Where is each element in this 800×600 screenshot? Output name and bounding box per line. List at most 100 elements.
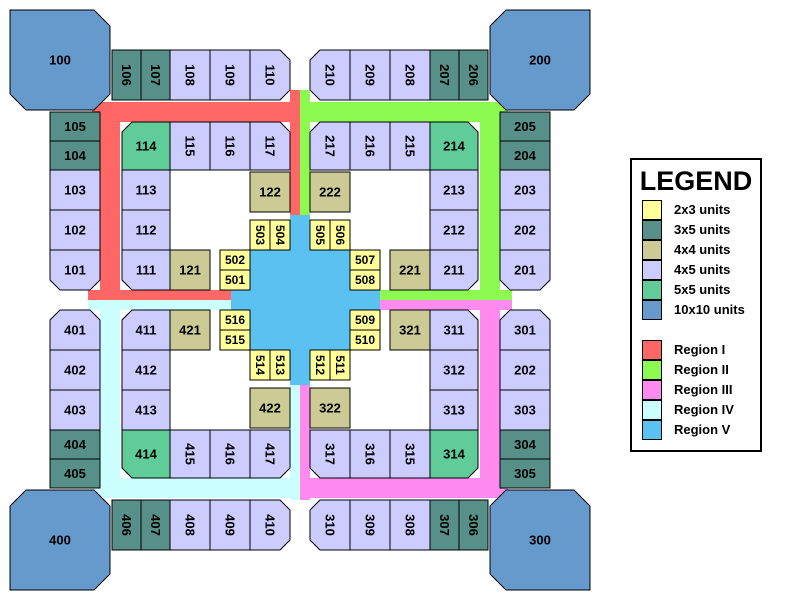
unit-207[interactable]: 207 xyxy=(429,49,460,101)
unit-202[interactable]: 202 xyxy=(499,209,551,251)
unit-421[interactable]: 421 xyxy=(169,309,211,351)
unit-306[interactable]: 306 xyxy=(458,499,489,551)
unit-106[interactable]: 106 xyxy=(111,49,142,101)
unit-216[interactable]: 216 xyxy=(349,121,391,171)
unit-122[interactable]: 122 xyxy=(249,171,291,213)
unit-300[interactable]: 300 xyxy=(489,489,591,591)
unit-105[interactable]: 105 xyxy=(49,111,101,142)
unit-508-shape[interactable] xyxy=(349,269,381,291)
unit-121-shape[interactable] xyxy=(169,249,211,291)
unit-200[interactable]: 200 xyxy=(489,9,591,111)
unit-202[interactable]: 202 xyxy=(499,349,551,391)
unit-117[interactable]: 117 xyxy=(249,121,291,171)
unit-407[interactable]: 407 xyxy=(140,499,171,551)
unit-111-shape[interactable] xyxy=(121,249,171,291)
unit-306-shape[interactable] xyxy=(458,499,489,551)
unit-322[interactable]: 322 xyxy=(309,387,351,429)
unit-100[interactable]: 100 xyxy=(9,9,111,111)
unit-317[interactable]: 317 xyxy=(309,429,351,479)
unit-322-shape[interactable] xyxy=(309,387,351,429)
unit-512[interactable]: 512 xyxy=(309,349,331,381)
unit-115[interactable]: 115 xyxy=(169,121,211,171)
unit-411[interactable]: 411 xyxy=(121,309,171,351)
unit-421-shape[interactable] xyxy=(169,309,211,351)
unit-404[interactable]: 404 xyxy=(49,429,101,460)
unit-400-shape[interactable] xyxy=(9,489,111,591)
unit-308[interactable]: 308 xyxy=(389,499,431,551)
unit-213[interactable]: 213 xyxy=(429,169,479,211)
unit-116[interactable]: 116 xyxy=(209,121,251,171)
unit-303[interactable]: 303 xyxy=(499,389,551,431)
unit-210[interactable]: 210 xyxy=(309,49,351,101)
unit-408[interactable]: 408 xyxy=(169,499,211,551)
unit-422[interactable]: 422 xyxy=(249,387,291,429)
unit-103[interactable]: 103 xyxy=(49,169,101,211)
unit-214-shape[interactable] xyxy=(429,121,479,171)
unit-208[interactable]: 208 xyxy=(389,49,431,101)
unit-402[interactable]: 402 xyxy=(49,349,101,391)
unit-304[interactable]: 304 xyxy=(499,429,551,460)
unit-113[interactable]: 113 xyxy=(121,169,171,211)
unit-422-shape[interactable] xyxy=(249,387,291,429)
unit-222-shape[interactable] xyxy=(309,171,351,213)
unit-200-shape[interactable] xyxy=(489,9,591,111)
unit-201[interactable]: 201 xyxy=(499,249,551,291)
unit-310[interactable]: 310 xyxy=(309,499,351,551)
unit-509[interactable]: 509 xyxy=(349,309,381,331)
unit-321[interactable]: 321 xyxy=(389,309,431,351)
unit-314[interactable]: 314 xyxy=(429,429,479,479)
unit-300-shape[interactable] xyxy=(489,489,591,591)
unit-510-shape[interactable] xyxy=(349,329,381,351)
unit-204[interactable]: 204 xyxy=(499,140,551,171)
unit-508[interactable]: 508 xyxy=(349,269,381,291)
unit-122-shape[interactable] xyxy=(249,171,291,213)
unit-221-shape[interactable] xyxy=(389,249,431,291)
unit-506[interactable]: 506 xyxy=(329,219,351,251)
unit-313[interactable]: 313 xyxy=(429,389,479,431)
unit-315[interactable]: 315 xyxy=(389,429,431,479)
unit-413[interactable]: 413 xyxy=(121,389,171,431)
unit-504[interactable]: 504 xyxy=(269,219,291,251)
unit-101-shape[interactable] xyxy=(49,249,101,291)
unit-107[interactable]: 107 xyxy=(140,49,171,101)
unit-104[interactable]: 104 xyxy=(49,140,101,171)
unit-401-shape[interactable] xyxy=(49,309,101,351)
unit-515[interactable]: 515 xyxy=(219,329,251,351)
unit-203[interactable]: 203 xyxy=(499,169,551,211)
unit-215[interactable]: 215 xyxy=(389,121,431,171)
unit-405[interactable]: 405 xyxy=(49,458,101,489)
unit-417-shape[interactable] xyxy=(249,429,291,479)
unit-311[interactable]: 311 xyxy=(429,309,479,351)
unit-400[interactable]: 400 xyxy=(9,489,111,591)
unit-109[interactable]: 109 xyxy=(209,49,251,101)
unit-316[interactable]: 316 xyxy=(349,429,391,479)
unit-205[interactable]: 205 xyxy=(499,111,551,142)
unit-111[interactable]: 111 xyxy=(121,249,171,291)
unit-416[interactable]: 416 xyxy=(209,429,251,479)
unit-102[interactable]: 102 xyxy=(49,209,101,251)
unit-221[interactable]: 221 xyxy=(389,249,431,291)
unit-410-shape[interactable] xyxy=(249,499,291,551)
unit-101[interactable]: 101 xyxy=(49,249,101,291)
unit-511[interactable]: 511 xyxy=(329,349,351,381)
unit-410[interactable]: 410 xyxy=(249,499,291,551)
unit-406[interactable]: 406 xyxy=(111,499,142,551)
unit-206[interactable]: 206 xyxy=(458,49,489,101)
unit-114[interactable]: 114 xyxy=(121,121,171,171)
unit-214[interactable]: 214 xyxy=(429,121,479,171)
unit-403[interactable]: 403 xyxy=(49,389,101,431)
unit-305[interactable]: 305 xyxy=(499,458,551,489)
unit-112[interactable]: 112 xyxy=(121,209,171,251)
unit-121[interactable]: 121 xyxy=(169,249,211,291)
unit-222[interactable]: 222 xyxy=(309,171,351,213)
unit-209[interactable]: 209 xyxy=(349,49,391,101)
unit-507[interactable]: 507 xyxy=(349,249,381,271)
unit-501-shape[interactable] xyxy=(219,269,251,291)
unit-516[interactable]: 516 xyxy=(219,309,251,331)
unit-505[interactable]: 505 xyxy=(309,219,331,251)
unit-217[interactable]: 217 xyxy=(309,121,351,171)
unit-100-shape[interactable] xyxy=(9,9,111,111)
unit-409[interactable]: 409 xyxy=(209,499,251,551)
unit-513[interactable]: 513 xyxy=(269,349,291,381)
unit-502[interactable]: 502 xyxy=(219,249,251,271)
